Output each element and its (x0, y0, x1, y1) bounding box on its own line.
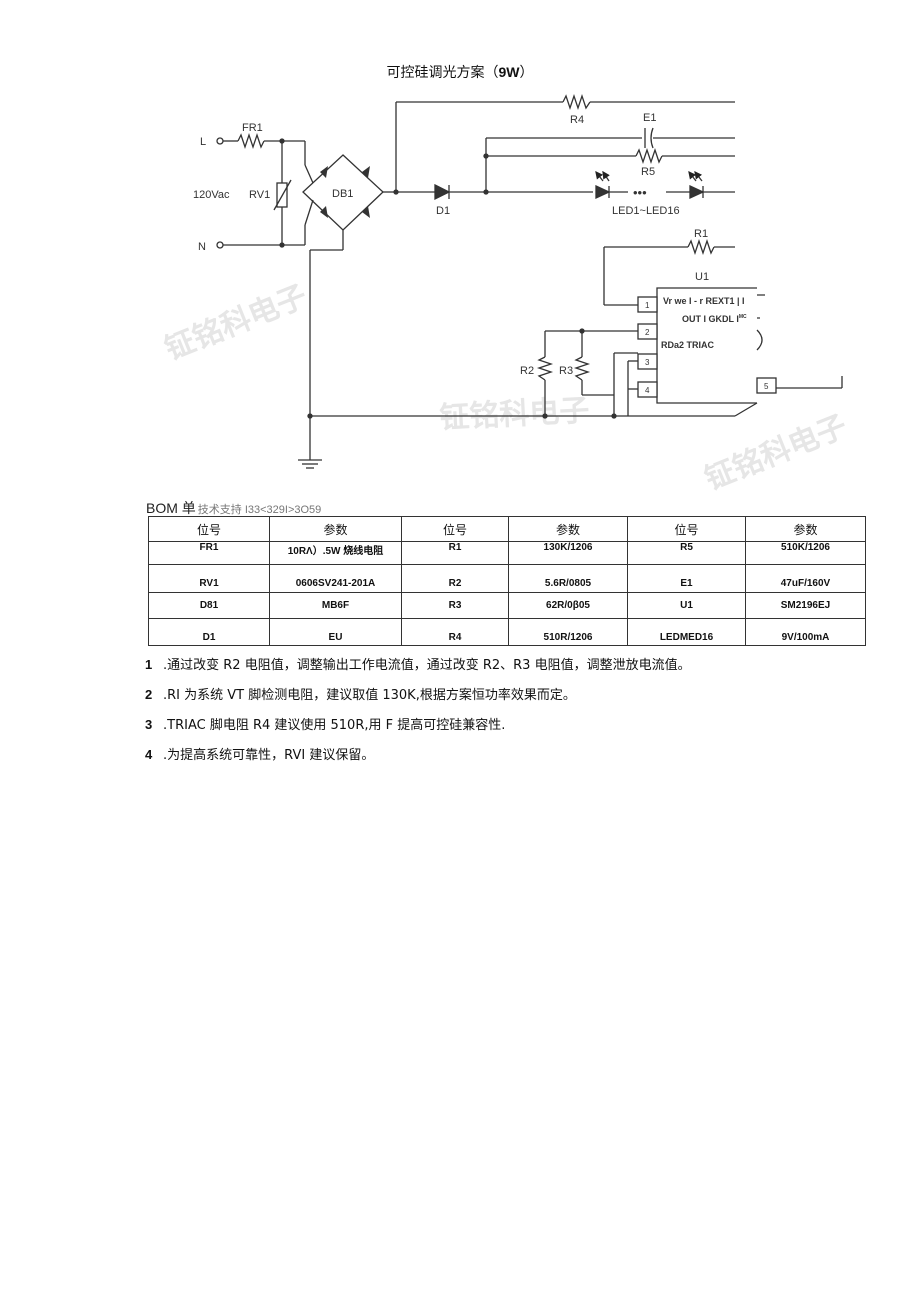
table-cell: 10RΛ）.5W 烧线电阻 (269, 541, 402, 565)
table-cell: D1 (148, 618, 270, 646)
label-fr1: FR1 (242, 122, 263, 134)
table-cell: FR1 (148, 541, 270, 565)
watermark-3: 钲铭科电子 (700, 409, 852, 498)
note-item: 3 .TRIAC 脚电阻 R4 建议使用 510R,用 F 提高可控硅兼容性. (145, 714, 691, 744)
pin-5: 5 (764, 382, 769, 391)
d1-diode (434, 183, 451, 201)
label-N: N (198, 241, 206, 253)
label-u1: U1 (695, 271, 709, 283)
r4-resistor (562, 93, 591, 111)
table-row: D81 MB6F R3 62R/0β05 U1 SM2196EJ (148, 592, 866, 619)
table-cell: R4 (401, 618, 509, 646)
table-cell: RV1 (148, 564, 270, 593)
led1 (595, 184, 611, 200)
table-cell: R2 (401, 564, 509, 593)
label-e1: E1 (643, 112, 656, 124)
label-r2: R2 (520, 365, 534, 377)
label-r3: R3 (559, 365, 573, 377)
bom-header-cell: 参数 (745, 516, 866, 542)
table-cell: 510R/1206 (508, 618, 628, 646)
watermark-1: 钲铭科电子 (160, 279, 312, 368)
chip-text-line1: Vr we I - r REXT1 | I (663, 296, 745, 306)
note-item: 4 .为提高系统可靠性，RVI 建议保留。 (145, 744, 691, 774)
chip-text-line3: RDa2 TRIAC (661, 340, 715, 350)
label-r5: R5 (641, 166, 655, 178)
note-text: .通过改变 R2 电阻值，调整输出工作电流值，通过改变 R2、R3 电阻值，调整… (163, 658, 691, 673)
bom-heading: BOM 单技术支持 I33<329I>3O59 (146, 500, 322, 516)
document-title: 可控硅调光方案（9W） (386, 64, 534, 81)
led-dots: ••• (633, 185, 647, 200)
r5-resistor (635, 147, 663, 165)
note-item: 2 .RI 为系统 VT 脚检测电阻，建议取值 130K,根据方案恒功率效果而定。 (145, 684, 691, 714)
table-row: FR1 10RΛ）.5W 烧线电阻 R1 130K/1206 R5 510K/1… (148, 541, 866, 565)
bom-header-row: 位号 参数 位号 参数 位号 参数 (148, 516, 866, 542)
watermarks: 钲铭科电子 钲铭科电子 钲铭科电子 (160, 279, 852, 498)
table-cell: 62R/0β05 (508, 592, 628, 619)
table-cell: R3 (401, 592, 509, 619)
note-number: 3 (145, 717, 153, 732)
u1-chip-body (656, 287, 757, 404)
label-rv1: RV1 (249, 189, 270, 201)
label-L: L (200, 136, 206, 148)
note-text: .TRIAC 脚电阻 R4 建议使用 510R,用 F 提高可控硅兼容性. (163, 718, 506, 733)
table-cell: 130K/1206 (508, 541, 628, 565)
pin-1: 1 (645, 301, 650, 310)
table-cell: MB6F (269, 592, 402, 619)
label-leds: LED1~LED16 (612, 205, 680, 217)
watermark-2: 钲铭科电子 (439, 393, 591, 436)
table-cell: LEDMED16 (627, 618, 746, 646)
table-cell: R5 (627, 541, 746, 565)
bom-subheading: 技术支持 I33<329I>3O59 (197, 504, 322, 516)
fr1-resistor (237, 132, 265, 150)
label-d1: D1 (436, 205, 450, 217)
pin-4: 4 (645, 386, 650, 395)
table-row: RV1 0606SV241-201A R2 5.6R/0805 E1 47uF/… (148, 564, 866, 593)
circuit-schematic: 钲铭科电子 钲铭科电子 钲铭科电子 (160, 93, 852, 498)
label-vac: 120Vac (193, 189, 230, 201)
notes-list: 1 .通过改变 R2 电阻值，调整输出工作电流值，通过改变 R2、R3 电阻值，调… (145, 654, 691, 774)
table-cell: E1 (627, 564, 746, 593)
table-cell: 510K/1206 (745, 541, 866, 565)
pin-2: 2 (645, 328, 650, 337)
r3-resistor (573, 356, 591, 381)
note-number: 4 (145, 747, 153, 762)
table-cell: 47uF/160V (745, 564, 866, 593)
note-number: 1 (145, 657, 153, 672)
bom-header-cell: 位号 (401, 516, 509, 542)
note-text: .为提高系统可靠性，RVI 建议保留。 (163, 748, 375, 763)
table-cell: 5.6R/0805 (508, 564, 628, 593)
label-r1: R1 (694, 228, 708, 240)
pin-3: 3 (645, 358, 650, 367)
table-cell: 0606SV241-201A (269, 564, 402, 593)
note-text: .RI 为系统 VT 脚检测电阻，建议取值 130K,根据方案恒功率效果而定。 (163, 688, 576, 703)
bom-header-cell: 参数 (269, 516, 402, 542)
table-cell: D81 (148, 592, 270, 619)
table-row: D1 EU R4 510R/1206 LEDMED16 9V/100mA (148, 618, 866, 646)
label-db1: DB1 (332, 188, 353, 200)
chip-text-line2: OUT I GKDL IMC (682, 314, 747, 324)
table-cell: EU (269, 618, 402, 646)
bom-header-cell: 位号 (148, 516, 270, 542)
note-number: 2 (145, 687, 153, 702)
led16 (689, 184, 705, 200)
r1-resistor (687, 238, 715, 256)
bom-header-cell: 位号 (627, 516, 746, 542)
table-cell: 9V/100mA (745, 618, 866, 646)
bom-header-cell: 参数 (508, 516, 628, 542)
table-cell: R1 (401, 541, 509, 565)
table-cell: U1 (627, 592, 746, 619)
note-item: 1 .通过改变 R2 电阻值，调整输出工作电流值，通过改变 R2、R3 电阻值，调… (145, 654, 691, 684)
bom-table: 位号 参数 位号 参数 位号 参数 FR1 10RΛ）.5W 烧线电阻 R1 1… (148, 516, 866, 646)
r2-resistor (536, 356, 554, 381)
table-cell: SM2196EJ (745, 592, 866, 619)
label-r4: R4 (570, 114, 584, 126)
